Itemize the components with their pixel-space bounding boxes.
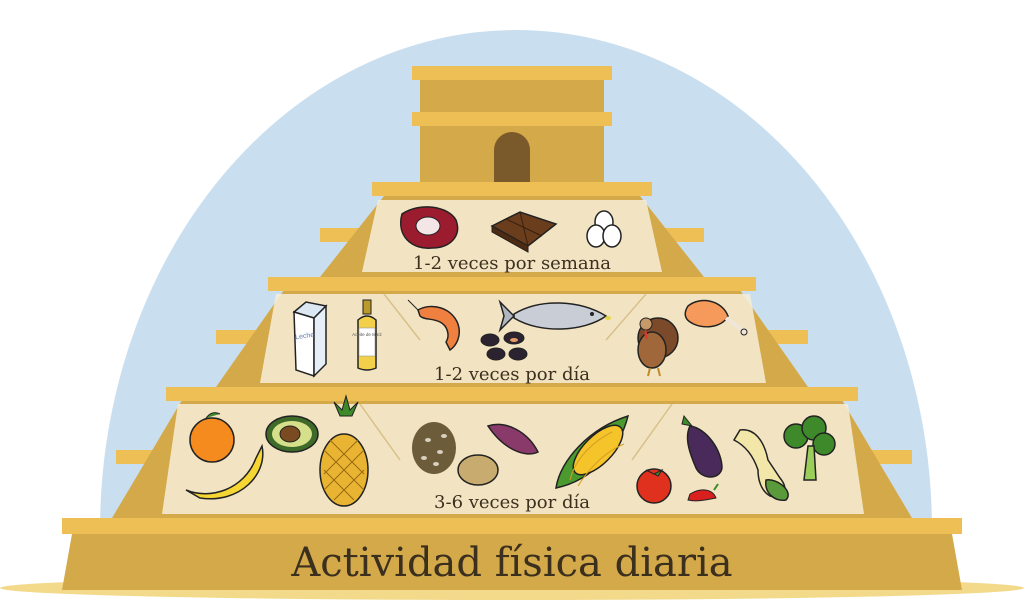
chicken-leg-icon (684, 299, 748, 336)
eggplant-icon (681, 414, 723, 478)
pineapple-icon (319, 394, 369, 507)
broccoli-icon (783, 415, 836, 481)
tier2-frequency-label: 1-2 veces por día (434, 364, 590, 385)
temple-door (494, 132, 530, 182)
tier3-ledge (166, 387, 858, 401)
beans-icon (412, 422, 456, 474)
temple-band (412, 112, 612, 126)
tier3-divider-left (359, 403, 401, 461)
corn-icon (555, 414, 630, 489)
base-block (62, 534, 962, 590)
corn-oil-bottle-icon: Aceite de Maíz (352, 299, 383, 371)
temple-roof (412, 66, 612, 80)
chili-icon (687, 483, 719, 502)
turkey-icon (637, 317, 679, 377)
banana-icon (185, 443, 264, 500)
avocado-icon (265, 415, 319, 453)
tomato-icon (636, 468, 672, 504)
tier2-divider-right (605, 293, 647, 341)
tier3-frequency-label: 3-6 veces por día (434, 492, 590, 513)
orange-icon (189, 412, 235, 463)
base-ledge (62, 518, 962, 534)
tier3-divider-right (631, 403, 673, 461)
tier1-frequency-label: 1-2 veces por semana (413, 253, 611, 274)
oil-label: Aceite de Maíz (352, 332, 383, 337)
milk-carton-icon: Leche (292, 301, 328, 378)
meat-icon (400, 206, 459, 249)
tier2-divider-left (383, 293, 421, 341)
tier2-ledge (268, 277, 756, 291)
tier1-ledge (372, 182, 652, 196)
fish-icon (498, 299, 611, 333)
eggs-icon (586, 210, 622, 248)
mussels-icon (480, 331, 528, 361)
shrimp-icon (407, 299, 461, 352)
base-activity-label: Actividad física diaria (291, 540, 733, 586)
squash-icon (732, 429, 789, 502)
sweet-potato-icon (486, 423, 540, 455)
potato-icon (457, 454, 499, 486)
chocolate-icon (490, 211, 558, 253)
milk-label: Leche (295, 332, 315, 342)
